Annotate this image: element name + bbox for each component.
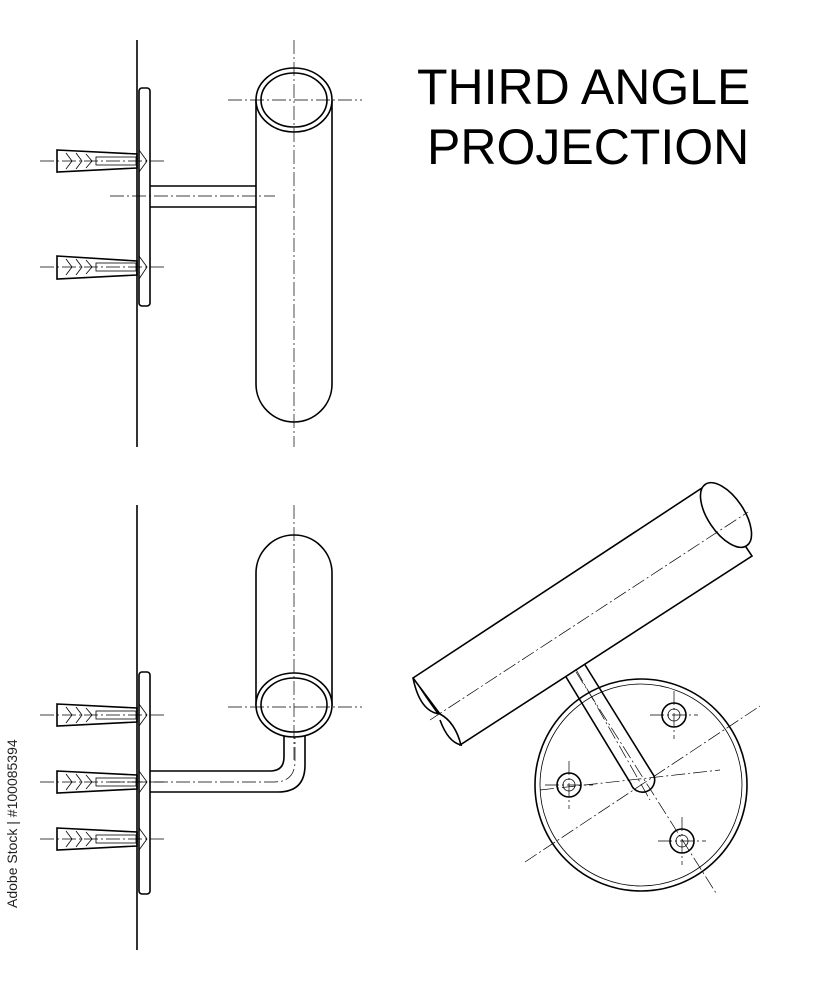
anchor-bolt — [40, 770, 165, 794]
bent-arm — [150, 735, 285, 772]
screw-hole — [658, 817, 706, 865]
arm-centerline — [564, 649, 651, 801]
title-line-1: THIRD ANGLE — [417, 59, 751, 115]
top-view — [411, 481, 761, 894]
side-view — [40, 505, 362, 950]
handrail-tube — [255, 534, 333, 706]
front-view — [40, 40, 362, 447]
handrail-tube — [411, 484, 754, 747]
wall-plate — [138, 87, 151, 307]
tube-break — [412, 677, 463, 747]
stock-id-watermark: Adobe Stock | #100085394 — [4, 739, 20, 908]
anchor-bolt — [40, 703, 165, 727]
disc-centerline — [524, 705, 761, 863]
arm — [562, 659, 656, 793]
disc-centerline — [575, 671, 717, 894]
tube-centerline — [429, 511, 749, 721]
tube-end — [699, 481, 753, 549]
screw-hole — [545, 761, 593, 809]
base-disc — [534, 678, 748, 892]
wall-plate — [138, 671, 151, 895]
anchor-bolt — [40, 255, 165, 280]
screw-hole — [650, 691, 698, 739]
title-line-2: PROJECTION — [427, 119, 750, 175]
anchor-bolt — [40, 149, 165, 173]
disc-centerline — [539, 769, 721, 791]
anchor-bolt — [40, 827, 165, 851]
